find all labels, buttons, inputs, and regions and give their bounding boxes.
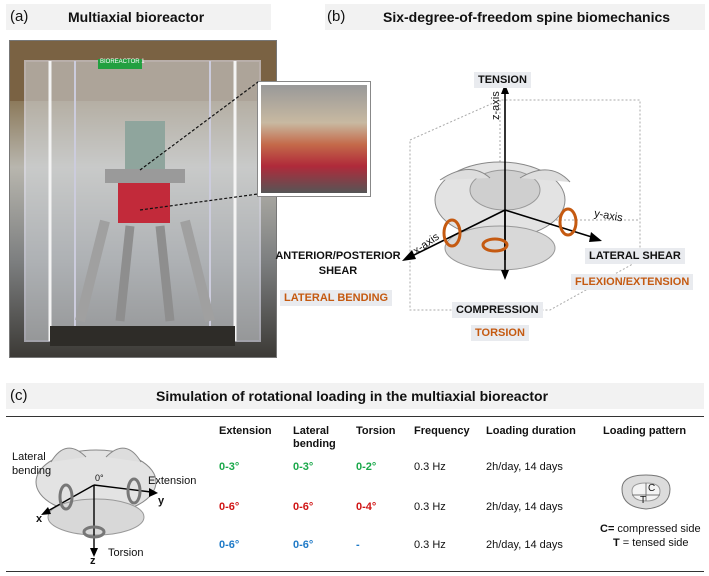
header-torsion: Torsion: [356, 425, 396, 437]
panel-b-title: Six-degree-of-freedom spine biomechanics: [383, 9, 671, 25]
diagram-torsion-label: Torsion: [108, 547, 144, 559]
panel-c-title: Simulation of rotational loading in the …: [156, 388, 549, 404]
panel-a-label: (a): [10, 8, 29, 25]
panel-a-header: (a) Multiaxial bioreactor: [6, 4, 271, 30]
header-extension: Extension: [219, 425, 272, 437]
table-cell: 2h/day, 14 days: [486, 539, 563, 551]
panel-b-label: (b): [327, 8, 346, 25]
extension-rotation-icon: [126, 477, 142, 505]
lateral-bending-label: LATERAL BENDING: [280, 290, 393, 306]
pattern-legend-c: C= compressed side: [600, 523, 701, 535]
torsion-rotation-icon: [481, 237, 509, 253]
bioreactor-photo: BIOREACTOR 1: [9, 40, 277, 358]
header-lateral-line1: Lateral: [293, 425, 330, 437]
table-cell: 0-6°: [293, 501, 314, 513]
flexion-extension-rotation-icon: [558, 207, 578, 237]
table-cell: 0-2°: [356, 461, 377, 473]
table-cell: 0-4°: [356, 501, 377, 513]
torsion-rotation-icon: [82, 525, 106, 539]
diagram-y-label: y: [158, 495, 165, 507]
six-dof-diagram: [402, 84, 641, 311]
z-axis-arrow: [501, 84, 509, 94]
pattern-c-label: C: [648, 483, 656, 494]
rotational-loading-diagram: [35, 447, 158, 557]
table-cell: 0.3 Hz: [414, 501, 446, 513]
header-lateral-line2: bending: [293, 438, 336, 450]
table-cell: 0-3°: [219, 461, 240, 473]
panel-c-header: (c) Simulation of rotational loading in …: [6, 383, 704, 409]
diagram-extension-label: Extension: [148, 475, 197, 487]
pattern-legend-t-key: T: [613, 537, 620, 549]
bioreactor-inset-photo: [258, 82, 370, 196]
bioreactor-illustration: [10, 41, 276, 346]
table-cell: 0-3°: [293, 461, 314, 473]
header-frequency: Frequency: [414, 425, 470, 437]
table-cell: -: [356, 539, 360, 551]
torsion-label: TORSION: [471, 325, 529, 341]
bioreactor-tag: BIOREACTOR 1: [100, 59, 145, 65]
lateral-bending-rotation-icon: [442, 218, 462, 248]
loading-table: Lateral bending Extension Torsion x y z …: [6, 416, 704, 572]
table-cell: 0-6°: [219, 539, 240, 551]
tension-label: TENSION: [474, 72, 531, 88]
y-axis-line: [504, 209, 596, 239]
diagram-lateral-line1: Lateral: [12, 451, 46, 463]
pattern-legend-t: T = tensed side: [613, 537, 689, 549]
ap-shear-label-line1: ANTERIOR/POSTERIOR: [275, 250, 401, 262]
x-axis-arrow: [402, 250, 416, 261]
z-axis-label: z-axis: [490, 91, 502, 120]
table-cell: 0.3 Hz: [414, 461, 446, 473]
table-cell: 0.3 Hz: [414, 539, 446, 551]
table-cell: 0-6°: [219, 501, 240, 513]
lateral-bending-rotation-icon: [58, 483, 74, 511]
diagram-origin-label: 0°: [95, 473, 104, 483]
y-axis-arrow: [589, 232, 602, 242]
panel-a-title: Multiaxial bioreactor: [68, 9, 205, 25]
pattern-legend-c-text: compressed side: [614, 523, 701, 535]
diagram-z-label: z: [90, 555, 96, 567]
pattern-t-label: T: [640, 495, 647, 506]
panel-c-label: (c): [10, 387, 28, 404]
x-axis-line: [409, 209, 506, 258]
panel-b-header: (b) Six-degree-of-freedom spine biomecha…: [325, 4, 705, 30]
loading-pattern-disc: [621, 474, 671, 510]
table-cell: 2h/day, 14 days: [486, 461, 563, 473]
pattern-legend-c-key: C=: [600, 523, 615, 535]
lateral-shear-label: LATERAL SHEAR: [585, 248, 685, 264]
diagram-lateral-line2: bending: [12, 465, 52, 477]
flexion-extension-label: FLEXION/EXTENSION: [571, 274, 694, 290]
header-pattern: Loading pattern: [603, 425, 687, 437]
ap-shear-label-line2: SHEAR: [318, 265, 358, 277]
table-cell: 2h/day, 14 days: [486, 501, 563, 513]
pattern-legend-t-text: = tensed side: [619, 537, 689, 549]
compression-label: COMPRESSION: [452, 302, 543, 318]
diagram-x-label: x: [36, 513, 43, 525]
header-duration: Loading duration: [486, 425, 576, 437]
table-cell: 0-6°: [293, 539, 314, 551]
